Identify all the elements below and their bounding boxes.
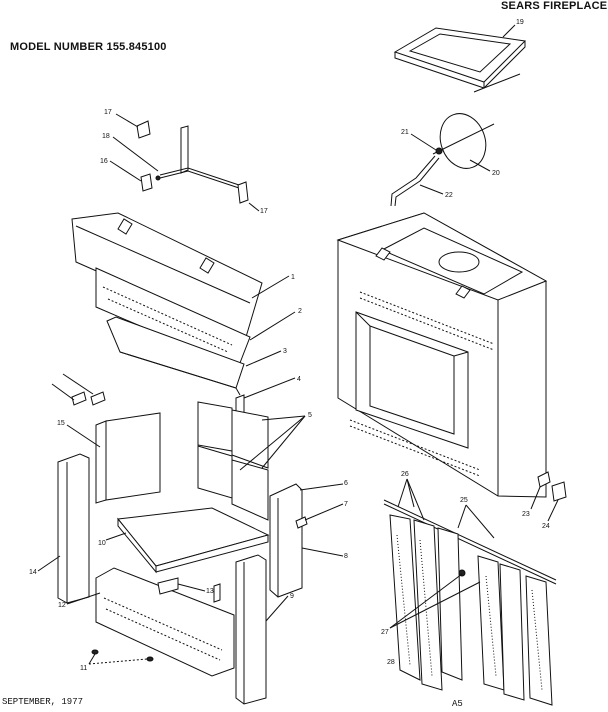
callout-25: 25 [460,497,468,504]
part-20-damper-assembly [390,113,495,207]
part-8-clip [90,391,106,406]
callout-28: 28 [387,659,395,666]
part-24-plate [551,481,567,502]
callout-9: 9 [290,593,294,600]
callout-11: 11 [80,665,87,672]
part-1-hood-top [71,212,263,338]
callout-18: 18 [102,133,110,140]
part-12-base-grille [95,567,235,677]
part-11-screw [146,656,154,662]
callout-22: 22 [445,192,453,199]
part-10-hearth-floor [117,507,270,574]
part-14-left-pillar [57,453,90,604]
callout-15: 15 [57,420,65,427]
page-number: A5 [452,699,463,709]
screen-assembly [383,499,557,706]
firebox-main-assembly [336,212,548,498]
callout-7: 7 [344,501,348,508]
callout-14: 14 [29,569,37,576]
part-15-side-panel [95,412,161,504]
callout-2: 2 [298,308,302,315]
part-23-clip [537,471,551,488]
part-19-top-plate [393,27,527,93]
callout-labels: 1 2 3 4 5 6 7 8 9 10 11 12 13 14 15 16 1… [29,19,550,672]
callout-3: 3 [283,348,287,355]
callout-17b: 17 [260,208,268,215]
part-9-right-pillar [235,554,267,705]
part-18-support-rod [136,120,249,204]
callout-23: 23 [522,511,530,518]
brand-title: SEARS FIREPLACE [501,0,608,12]
callout-21: 21 [401,129,409,136]
callout-5: 5 [308,412,312,419]
part-6-side-brick [269,483,308,598]
part-11-screw [91,649,99,655]
part-5-back-bricks [197,401,269,521]
callout-6: 6 [344,480,348,487]
callout-17a: 17 [104,109,112,116]
model-number: MODEL NUMBER 155.845100 [10,41,167,53]
callout-10: 10 [98,540,106,547]
part-3-lower-hood [106,316,245,396]
callout-20: 20 [492,170,500,177]
date-footer: SEPTEMBER, 1977 [2,697,84,707]
callout-12: 12 [58,602,66,609]
callout-27: 27 [381,629,389,636]
callout-13: 13 [206,588,214,595]
part-7-clip [71,391,87,406]
callout-19: 19 [516,19,524,26]
callout-26: 26 [401,471,409,478]
callout-4: 4 [297,376,301,383]
callout-24: 24 [542,523,550,530]
callout-16: 16 [100,158,108,165]
callout-8: 8 [344,553,348,560]
callout-1: 1 [291,274,295,281]
